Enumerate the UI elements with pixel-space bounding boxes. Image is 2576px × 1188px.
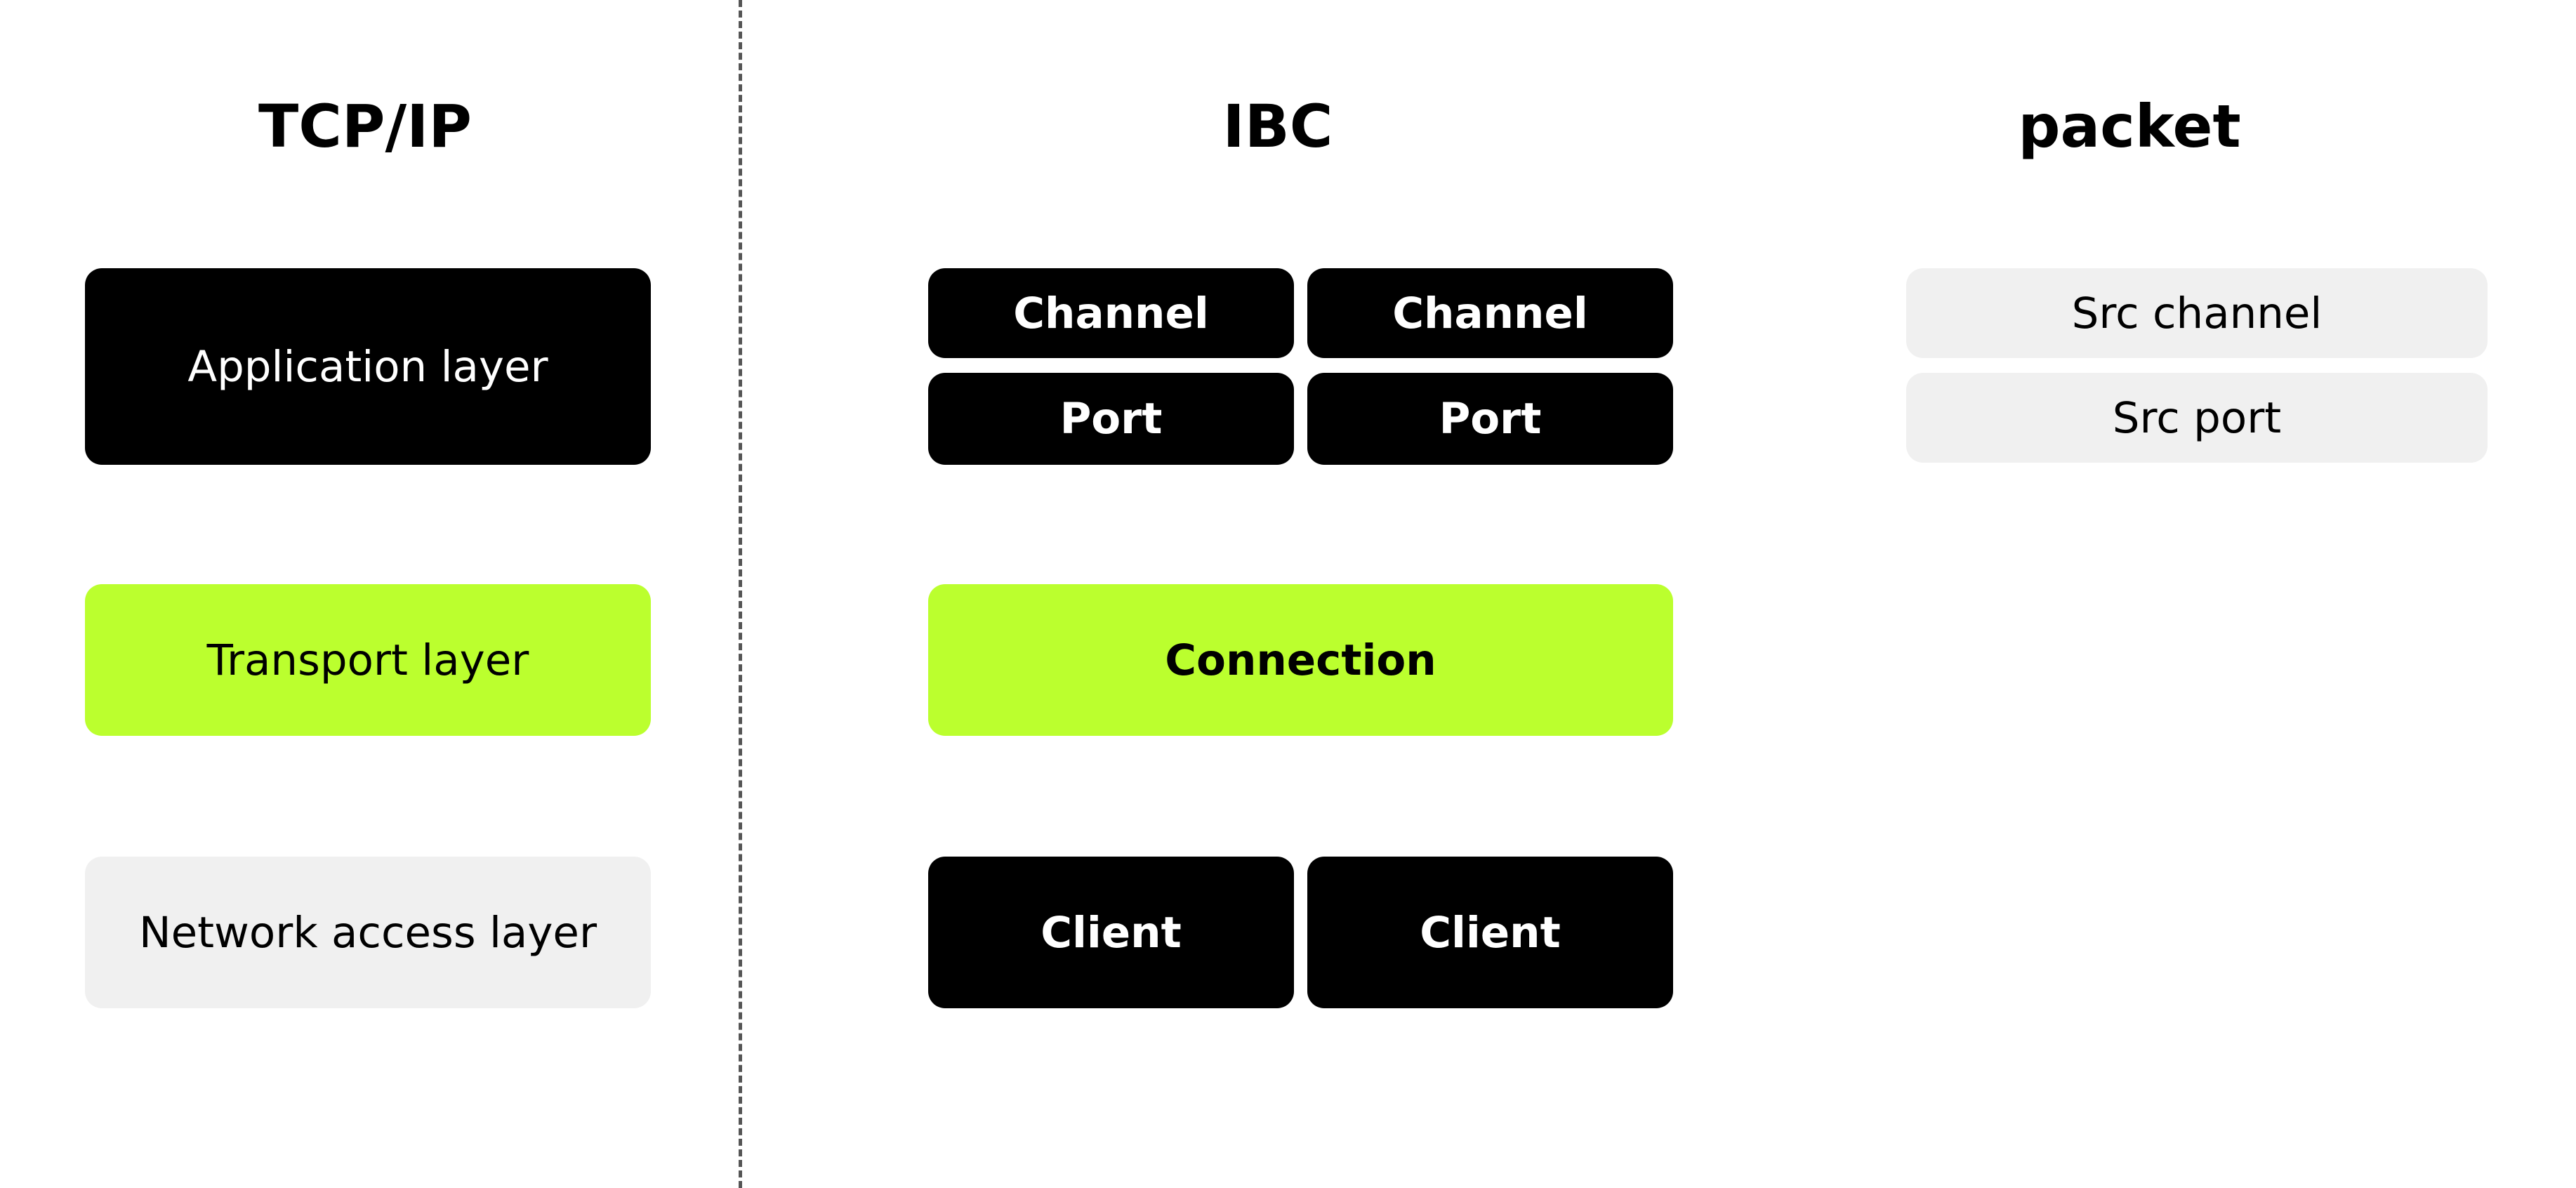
ibc-port-right: Port [1307,373,1673,465]
packet-heading: packet [2018,92,2241,161]
ibc-client-right: Client [1307,857,1673,1008]
network-access-layer-box: Network access layer [85,857,651,1008]
application-layer-box: Application layer [85,268,651,465]
packet-src-port: Src port [1906,373,2488,463]
ibc-port-left: Port [928,373,1294,465]
ibc-client-left: Client [928,857,1294,1008]
ibc-channel-left: Channel [928,268,1294,358]
ibc-connection: Connection [928,584,1673,736]
packet-src-channel: Src channel [1906,268,2488,358]
column-divider [739,0,742,1188]
ibc-heading: IBC [1222,92,1333,161]
tcpip-heading: TCP/IP [258,92,472,161]
transport-layer-box: Transport layer [85,584,651,736]
ibc-channel-right: Channel [1307,268,1673,358]
